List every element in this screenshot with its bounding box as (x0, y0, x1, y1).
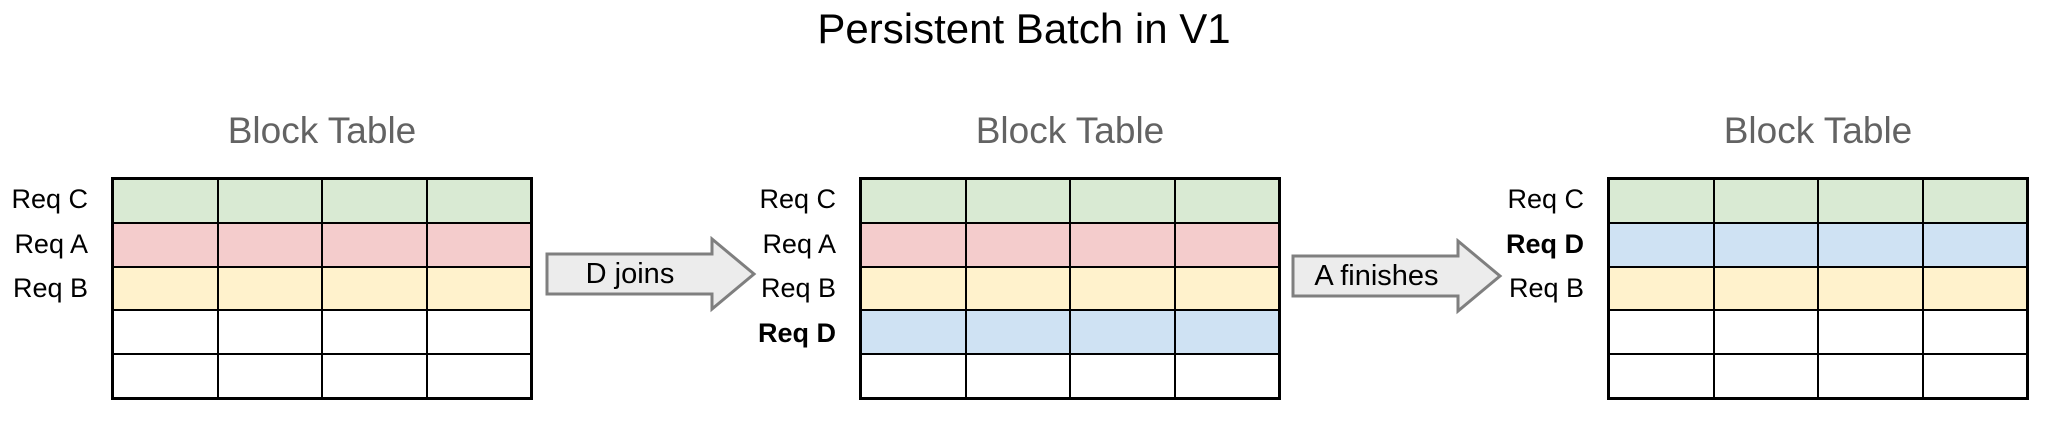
block-cell (1610, 224, 1713, 266)
arrow-right-icon (545, 236, 757, 313)
block-cell (321, 180, 426, 222)
block-cell (425, 223, 531, 266)
block-cell (1921, 180, 2027, 222)
block-cell (216, 180, 322, 222)
block-cell (1173, 180, 1279, 222)
block-cell (1712, 355, 1818, 397)
block-cell (964, 223, 1070, 266)
block-cell (216, 267, 322, 310)
block-cell (1817, 355, 1922, 397)
block-cell (1712, 267, 1818, 310)
table-row (114, 180, 530, 222)
block-cell (1712, 311, 1818, 354)
block-cell (862, 355, 965, 397)
block-arrow-shape (1291, 238, 1503, 315)
row-label-req-a: Req A (762, 228, 836, 259)
block-arrow-shape (545, 236, 757, 313)
block-cell (425, 311, 531, 354)
block-cell (114, 180, 217, 222)
block-cell (114, 355, 217, 397)
table-row (862, 221, 1279, 266)
block-cell (425, 180, 531, 222)
block-table-grid (859, 177, 1281, 400)
block-cell (1173, 355, 1279, 397)
block-cell (1921, 223, 2027, 266)
table-row (1610, 353, 2026, 397)
row-label-req-c: Req C (11, 184, 88, 214)
table-row (114, 265, 531, 310)
row-label-req-a: Req A (14, 228, 88, 259)
block-cell (964, 180, 1070, 222)
block-cell (114, 224, 217, 266)
block-cell (964, 355, 1070, 397)
block-cell (1173, 267, 1279, 310)
block-table-heading: Block Table (227, 110, 417, 151)
table-row (862, 309, 1279, 354)
block-cell (1817, 311, 1922, 354)
block-cell (862, 268, 965, 310)
block-cell (1610, 355, 1713, 397)
arrow-label-a-finishes: A finishes (1314, 260, 1439, 292)
block-cell (114, 268, 217, 310)
block-cell (1069, 311, 1174, 354)
block-cell (1173, 311, 1279, 354)
block-cell (964, 267, 1070, 310)
block-cell (425, 355, 531, 397)
arrow-right-icon (1291, 238, 1503, 315)
block-cell (1069, 355, 1174, 397)
block-table-grid (1607, 177, 2029, 400)
table-row (114, 309, 531, 354)
block-cell (1069, 267, 1174, 310)
row-label-req-d: Req D (1505, 228, 1584, 259)
block-cell (1817, 223, 1922, 266)
table-row (1610, 221, 2027, 266)
block-cell (1921, 355, 2027, 397)
block-cell (1173, 223, 1279, 266)
block-cell (1817, 267, 1922, 310)
row-label-req-c: Req C (1507, 184, 1584, 214)
table-row (114, 221, 531, 266)
block-cell (1610, 268, 1713, 310)
block-cell (1610, 311, 1713, 353)
block-cell (216, 355, 322, 397)
arrow-label-d-joins: D joins (585, 258, 675, 290)
block-table-heading: Block Table (1723, 110, 1913, 151)
row-label-req-d: Req D (757, 317, 836, 348)
table-row (862, 353, 1278, 397)
table-row (1610, 265, 2027, 310)
block-cell (862, 180, 965, 222)
block-cell (425, 267, 531, 310)
block-cell (1712, 223, 1818, 266)
diagram-title: Persistent Batch in V1 (817, 5, 1231, 52)
table-row (862, 180, 1278, 222)
table-row (862, 265, 1279, 310)
block-cell (862, 311, 965, 353)
block-cell (964, 311, 1070, 354)
block-cell (321, 311, 426, 354)
block-cell (862, 224, 965, 266)
block-cell (1610, 180, 1713, 222)
block-cell (321, 355, 426, 397)
row-label-req-b: Req B (12, 273, 88, 304)
block-cell (1069, 223, 1174, 266)
row-label-req-b: Req B (1508, 273, 1584, 304)
block-cell (1712, 180, 1818, 222)
block-table-grid (111, 177, 533, 400)
block-table-heading: Block Table (975, 110, 1165, 151)
block-cell (321, 223, 426, 266)
row-label-req-c: Req C (759, 184, 836, 214)
block-cell (216, 223, 322, 266)
block-cell (321, 267, 426, 310)
table-row (1610, 180, 2026, 222)
block-cell (1921, 267, 2027, 310)
block-cell (1921, 311, 2027, 354)
table-row (1610, 309, 2027, 354)
block-cell (114, 311, 217, 353)
block-cell (216, 311, 322, 354)
block-cell (1069, 180, 1174, 222)
table-row (114, 353, 530, 397)
row-label-req-b: Req B (760, 273, 836, 304)
block-cell (1817, 180, 1922, 222)
